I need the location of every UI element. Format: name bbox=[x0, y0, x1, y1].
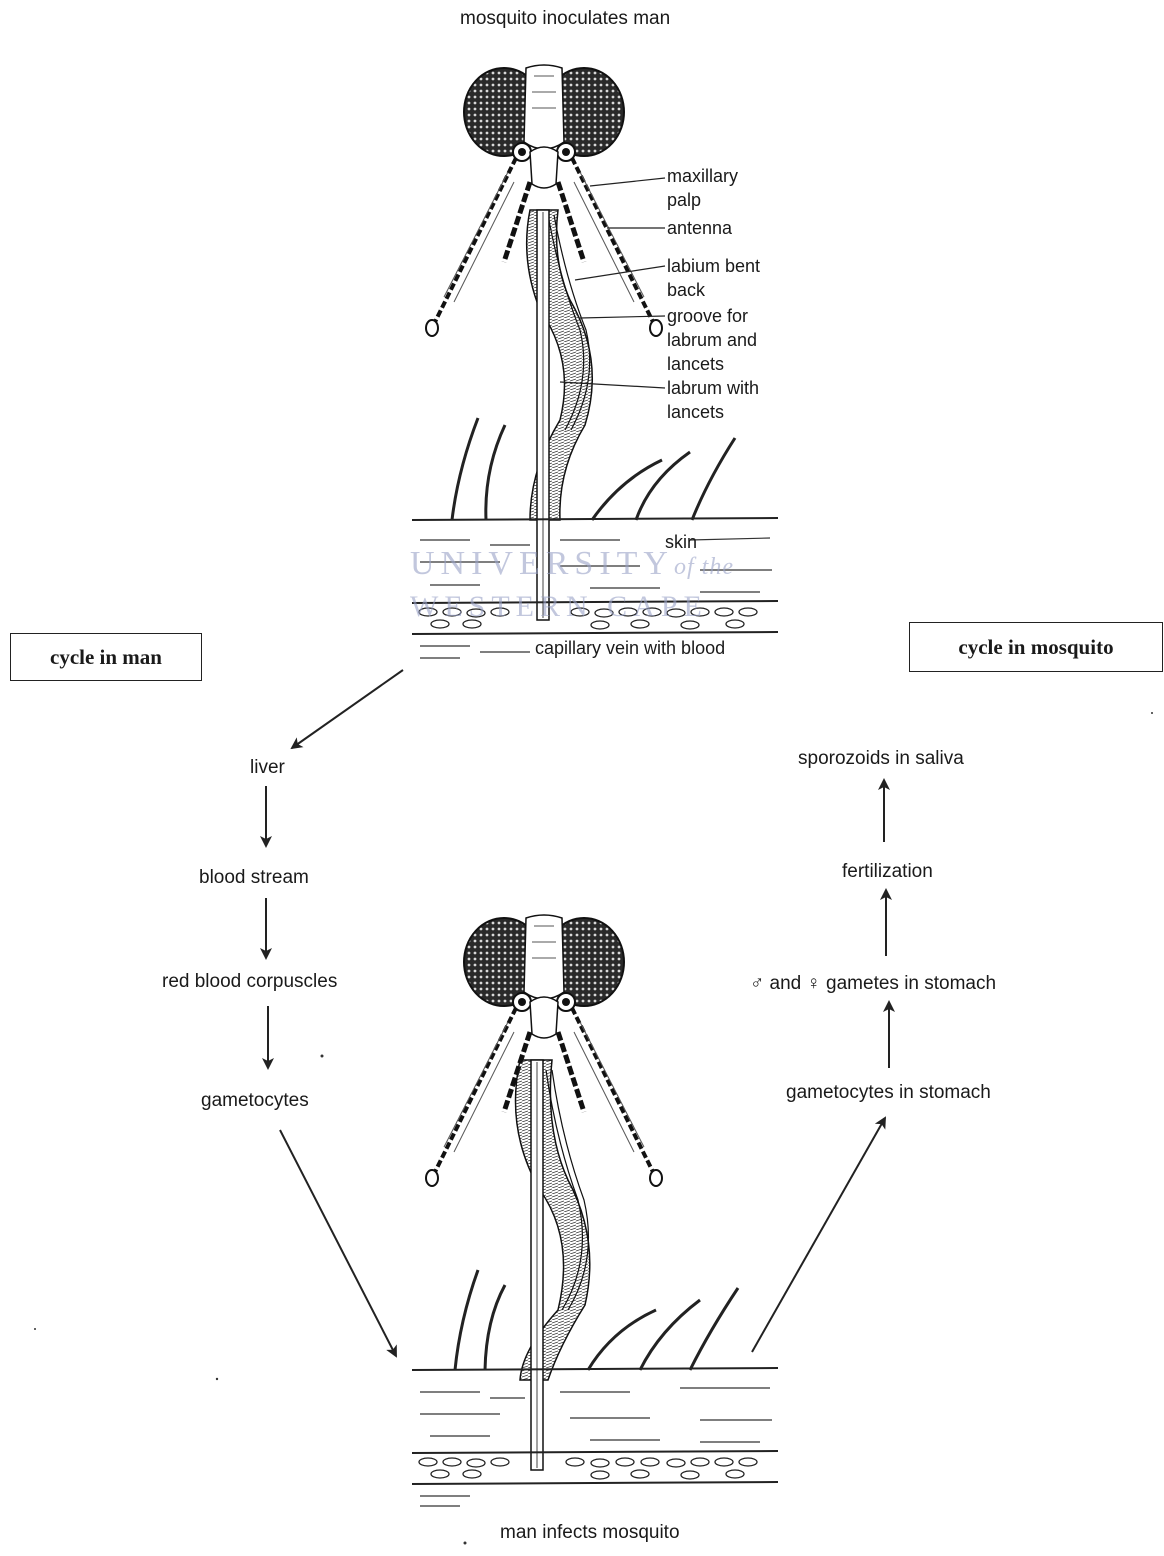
box-cycle-in-man: cycle in man bbox=[10, 633, 202, 681]
label-labrum-with-lancets: labrum with lancets bbox=[667, 376, 792, 424]
label-skin: skin bbox=[665, 530, 697, 554]
step-gametocytes: gametocytes bbox=[201, 1090, 309, 1113]
step-gametes-in-stomach: ♂ and ♀ gametes in stomach bbox=[750, 973, 996, 996]
label-capillary-vein: capillary vein with blood bbox=[535, 636, 725, 660]
arrow-capillary-to-liver bbox=[292, 670, 403, 748]
title-mosquito-inoculates-man: mosquito inoculates man bbox=[460, 8, 670, 31]
print-specks bbox=[34, 712, 1153, 1545]
step-liver: liver bbox=[250, 757, 285, 780]
label-maxillary-palp: maxillary palp bbox=[667, 164, 762, 212]
arrow-to-gametocytes-in-stomach bbox=[752, 1118, 885, 1352]
watermark-text-university: UNIVERSITY bbox=[410, 545, 674, 582]
watermark-text-of-the: of the bbox=[674, 554, 734, 580]
label-antenna: antenna bbox=[667, 216, 732, 240]
label-labium-bent-back: labium bent back bbox=[667, 254, 787, 302]
step-gametocytes-in-stomach: gametocytes in stomach bbox=[786, 1082, 991, 1105]
step-red-blood-corpuscles: red blood corpuscles bbox=[162, 971, 337, 994]
bottom-mosquito-drawing bbox=[412, 915, 778, 1506]
step-sporozoids-in-saliva: sporozoids in saliva bbox=[798, 748, 964, 771]
step-fertilization: fertilization bbox=[842, 861, 933, 884]
watermark-text-western-cape: WESTERN CAPE bbox=[410, 590, 708, 623]
watermark-western-cape: WESTERN CAPE bbox=[410, 590, 708, 624]
arrow-gametocytes-to-mosquito bbox=[280, 1130, 396, 1356]
label-groove: groove for labrum and lancets bbox=[667, 304, 785, 376]
box-cycle-in-mosquito: cycle in mosquito bbox=[909, 622, 1163, 672]
step-blood-stream: blood stream bbox=[199, 867, 309, 890]
title-man-infects-mosquito: man infects mosquito bbox=[500, 1522, 680, 1545]
